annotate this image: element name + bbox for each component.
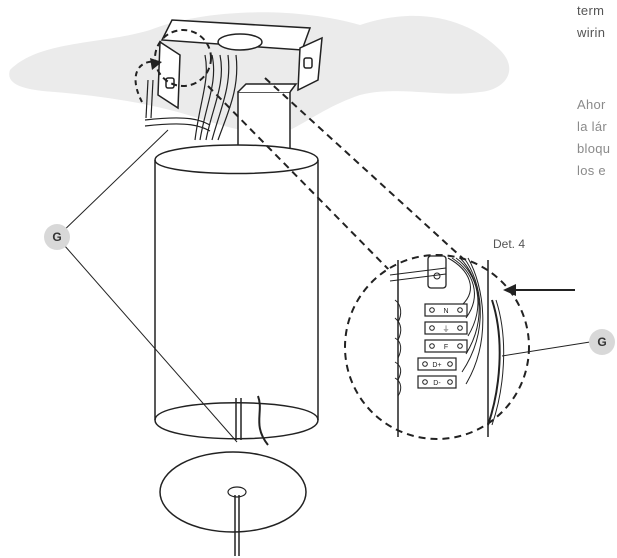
pendant-cylinder <box>154 144 319 446</box>
terminal-earth: ⏚ <box>424 321 468 335</box>
pointer-arrow <box>503 284 575 296</box>
diffuser-disc <box>159 451 307 556</box>
terminal-n-label: N <box>443 308 448 315</box>
curved-arrow-head <box>150 58 162 70</box>
callout-line-right <box>501 341 591 357</box>
terminal-dplus-label: D+ <box>432 362 441 369</box>
detail-source-circle <box>154 29 212 87</box>
terminal-dminus-label: D- <box>433 380 441 387</box>
terminal-dminus: D- <box>417 375 457 389</box>
terminal-earth-label: ⏚ <box>443 325 450 333</box>
callout-g-left: G <box>44 224 70 250</box>
side-text-line: la lár <box>577 119 607 134</box>
callout-g-right: G <box>589 329 615 355</box>
detail-label: Det. 4 <box>493 237 526 251</box>
detail-connector <box>207 77 471 277</box>
mount-block <box>237 83 298 151</box>
wire-bundle <box>144 54 238 141</box>
terminal-blocks: N ⏚ F D+ D- <box>417 303 468 389</box>
terminal-f: F <box>424 339 468 353</box>
side-text-line: term <box>577 3 605 18</box>
terminal-n: N <box>424 303 468 317</box>
terminal-dplus: D+ <box>417 357 457 371</box>
side-text-top: term wirin <box>577 0 605 44</box>
terminal-f-label: F <box>444 344 448 351</box>
side-text-bottom: Ahor la lár bloqu los e <box>577 94 610 182</box>
side-text-line: Ahor <box>577 97 606 112</box>
ceiling-shape <box>9 12 510 133</box>
side-text-line: bloqu <box>577 141 611 156</box>
side-text-line: los e <box>577 163 606 178</box>
callout-lines-left <box>56 129 238 443</box>
side-text-line: wirin <box>577 25 606 40</box>
